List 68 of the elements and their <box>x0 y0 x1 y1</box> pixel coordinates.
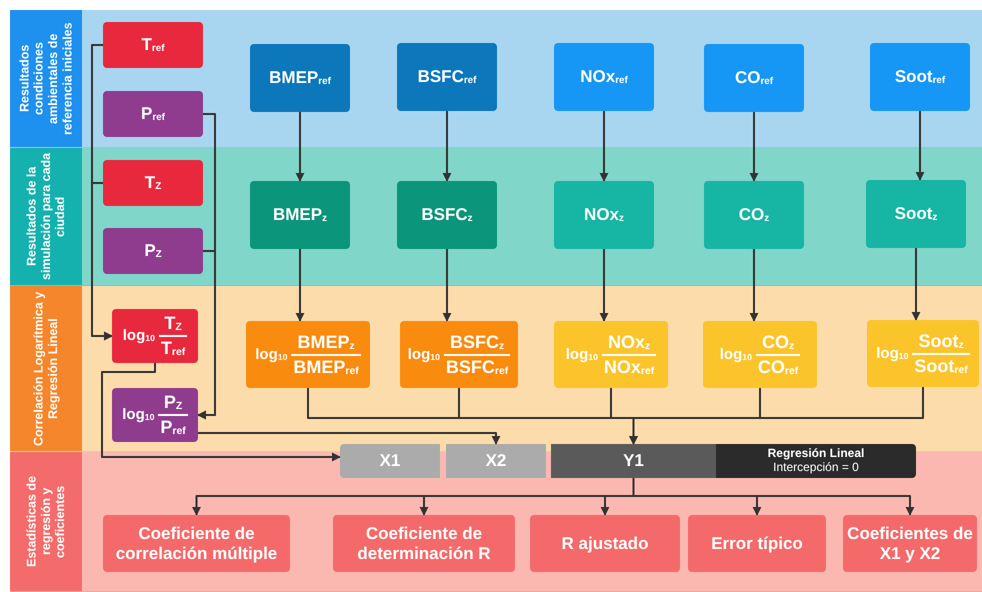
process-box: CO$_{z}$ <box>704 181 804 249</box>
variable-segment: X1 <box>340 444 440 478</box>
process-box: Soot$_{ref}$ <box>870 43 970 111</box>
process-box: BSFC$_{z}$ <box>397 181 497 249</box>
lane-label: Correlación Logarítmica y Regresión Lineal <box>10 286 82 451</box>
process-box: Soot$_{z}$ <box>866 180 966 248</box>
numerator: BSFC$_{z}$ <box>448 332 506 352</box>
process-box: T$_{ref}$ <box>103 22 203 68</box>
connector-arrow <box>912 248 920 321</box>
formula-box <box>867 320 979 387</box>
formula-box <box>554 321 668 388</box>
formula-box <box>112 309 198 363</box>
formula-box <box>246 321 370 388</box>
result-box: Error típico <box>688 515 826 572</box>
segment-heading: Regresión Lineal <box>768 447 864 461</box>
connector-arrow <box>632 478 914 516</box>
numerator: NOx$_{z}$ <box>606 332 652 352</box>
numerator: T$_{Z}$ <box>163 313 183 334</box>
denominator: Soot$_{ref}$ <box>913 356 969 376</box>
segment-note: Intercepción = 0 <box>773 461 859 475</box>
connector-arrow <box>296 112 304 182</box>
denominator: BSFC$_{ref}$ <box>444 356 510 378</box>
lane-label: Resultados condiciones ambientales de referencia iniciales <box>10 10 82 147</box>
process-box: BSFC$_{ref}$ <box>397 43 497 111</box>
swimlane <box>10 10 982 148</box>
connector-arrow <box>296 249 304 322</box>
lane-label: Resultados de la simulación para cada ciudad <box>10 148 82 285</box>
connector-arrow <box>916 111 924 181</box>
denominator: P$_{ref}$ <box>159 417 187 438</box>
numerator: P$_{Z}$ <box>162 392 184 413</box>
lane-label: Estadísticas de regresión y coeficientes <box>10 452 82 591</box>
numerator: BMEP$_{z}$ <box>296 332 356 352</box>
process-box: BMEP$_{z}$ <box>250 181 350 249</box>
formula-box <box>400 321 518 388</box>
denominator: CO$_{ref}$ <box>756 356 800 378</box>
connector-arrow <box>750 249 758 322</box>
connector-arrow <box>198 432 500 445</box>
regression-segment <box>716 444 916 478</box>
connector-arrow <box>750 112 758 182</box>
denominator: BMEP$_{ref}$ <box>292 356 360 378</box>
process-box: NOx$_{ref}$ <box>554 43 654 111</box>
numerator: Soot$_{z}$ <box>917 330 965 352</box>
denominator: NOx$_{ref}$ <box>602 356 656 378</box>
process-box: BMEP$_{ref}$ <box>250 44 350 112</box>
result-box: Coeficiente de correlación múltiple <box>103 515 290 572</box>
connector-arrow <box>442 111 452 182</box>
connector-arrow <box>101 363 341 462</box>
formula-box <box>703 321 817 388</box>
result-box: Coeficientes de X1 y X2 <box>843 515 977 572</box>
numerator: CO$_{z}$ <box>760 332 796 352</box>
denominator: T$_{ref}$ <box>160 338 186 359</box>
connector-arrow <box>442 249 452 322</box>
variable-segment: Y1 <box>551 444 716 478</box>
connector-arrow <box>91 182 113 340</box>
process-box: NOx$_{z}$ <box>554 181 654 249</box>
swimlane <box>10 148 982 286</box>
result-box: Coeficiente de determinación R <box>333 515 515 572</box>
process-box: T$_{Z}$ <box>103 160 203 206</box>
process-box: CO$_{ref}$ <box>704 44 804 112</box>
formula-box <box>112 388 198 442</box>
result-box: R ajustado <box>530 515 680 572</box>
connector-arrow <box>600 111 608 182</box>
connector-arrow <box>600 249 608 322</box>
connector-arrow <box>629 387 924 445</box>
connector-arrow <box>197 250 216 420</box>
process-box: P$_{ref}$ <box>103 91 203 137</box>
variable-segment: X2 <box>446 444 546 478</box>
process-box: P$_{Z}$ <box>103 228 203 274</box>
